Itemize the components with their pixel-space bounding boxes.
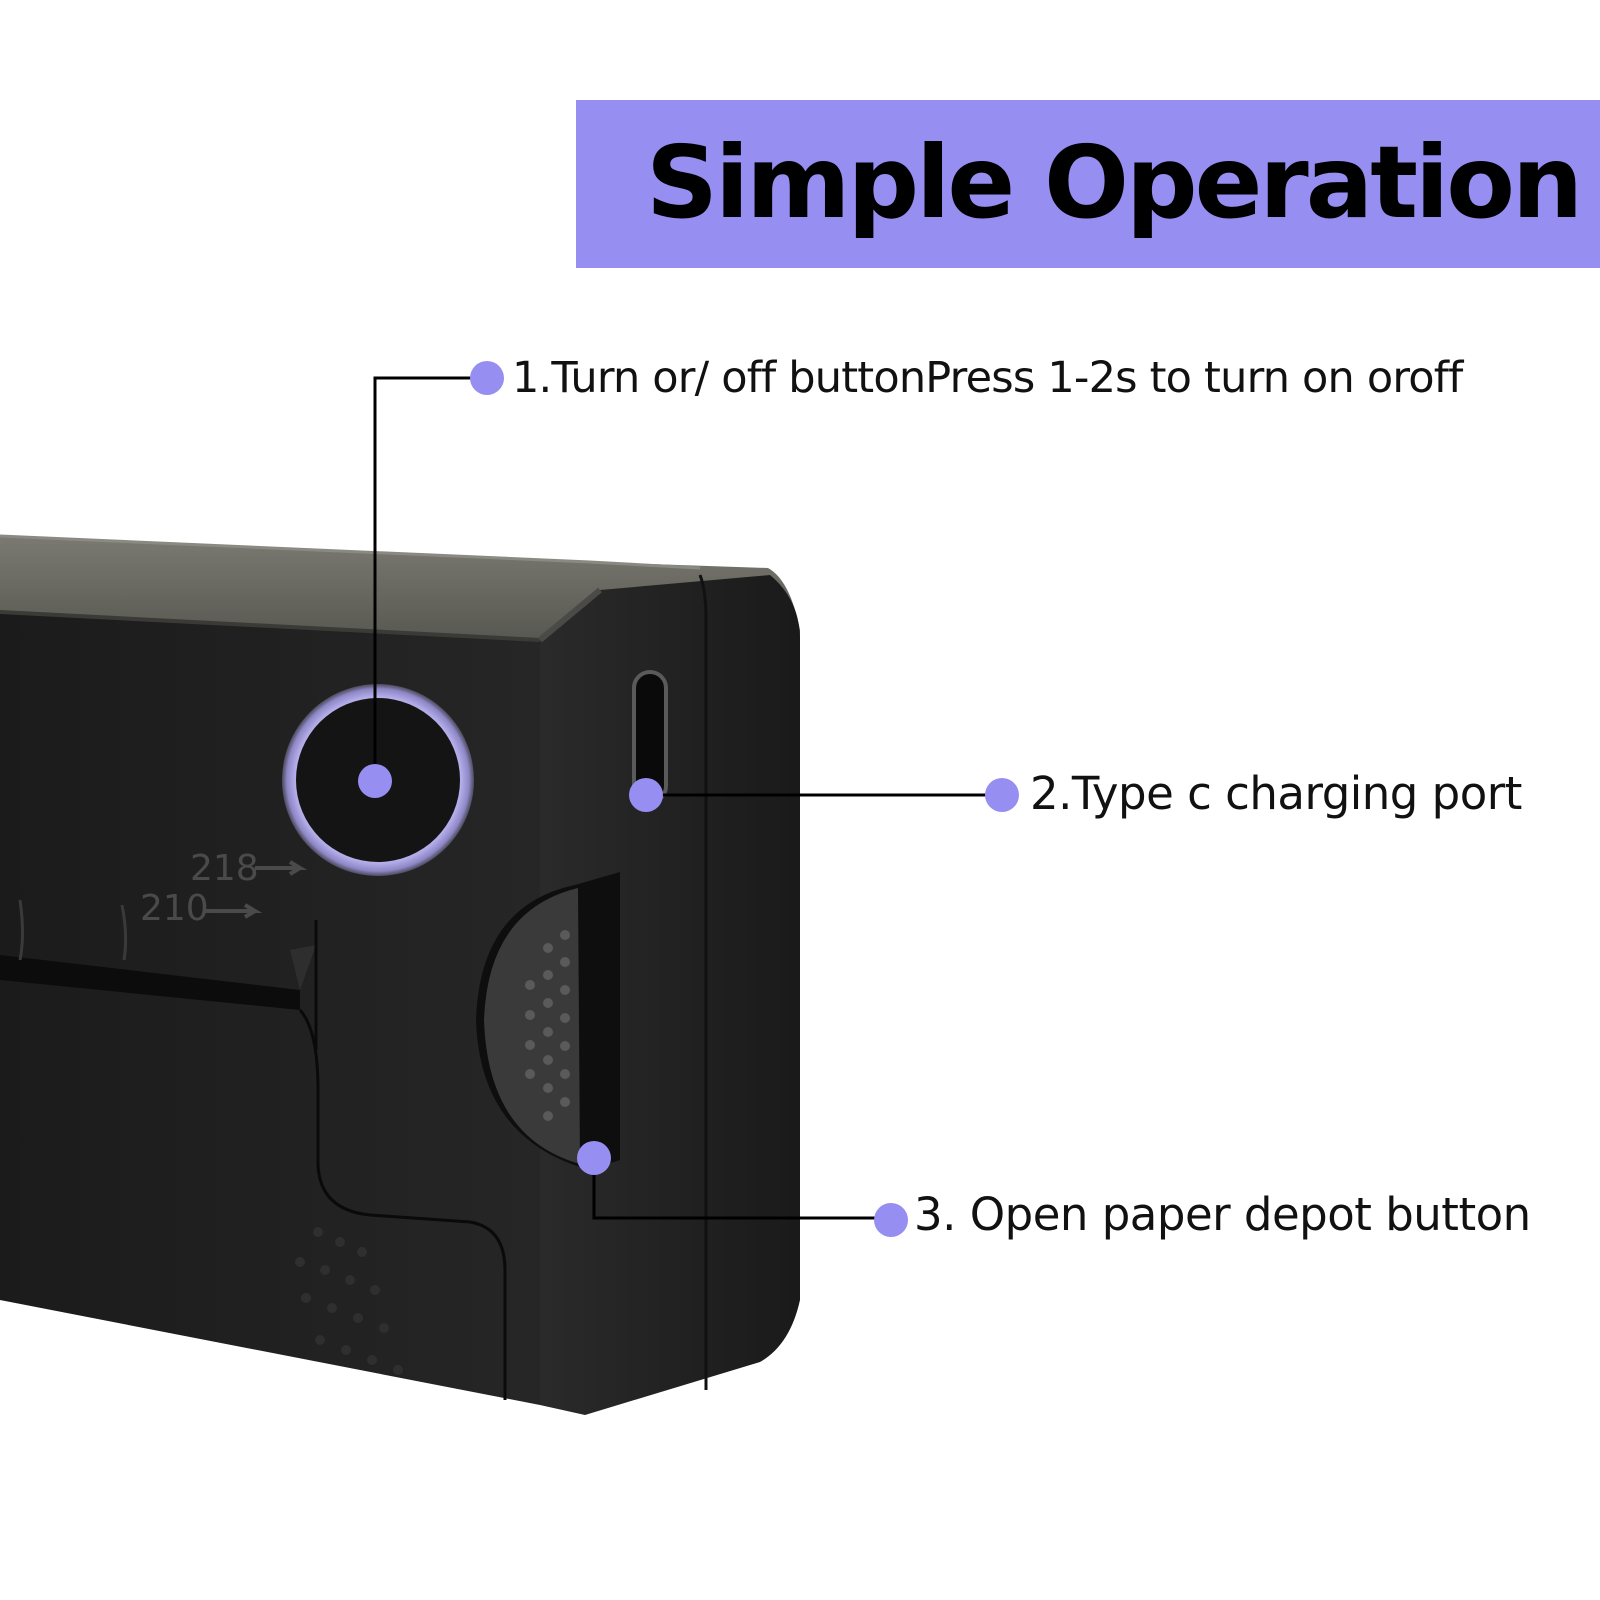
callout-3-anchor-dot (577, 1141, 611, 1175)
scale-mark-210: 210 (140, 888, 209, 929)
callout-1-leader (373, 376, 480, 780)
callout-3-leader (592, 1158, 888, 1220)
callout-3-text: 3. Open paper depot button (914, 1188, 1531, 1241)
device-end-cap (540, 575, 800, 1415)
title-banner: Simple Operation (576, 100, 1600, 268)
paper-slot (0, 955, 300, 1010)
speaker-dots (295, 1227, 403, 1375)
callout-1-text: 1.Turn or/ off buttonPress 1-2s to turn … (512, 353, 1463, 403)
scale-mark-218: 218 (190, 848, 259, 889)
callout-2-anchor-dot (629, 778, 663, 812)
banner-title: Simple Operation (646, 124, 1583, 241)
device-top-edge (0, 534, 701, 570)
paper-depot-button[interactable] (476, 872, 620, 1170)
callout-2-text: 2.Type c charging port (1030, 767, 1522, 820)
callout-3-dot (874, 1203, 908, 1237)
grip-dots (525, 930, 570, 1121)
callout-2-dot (985, 778, 1019, 812)
callout-1-dot (470, 361, 504, 395)
callout-1-anchor-dot (358, 764, 392, 798)
